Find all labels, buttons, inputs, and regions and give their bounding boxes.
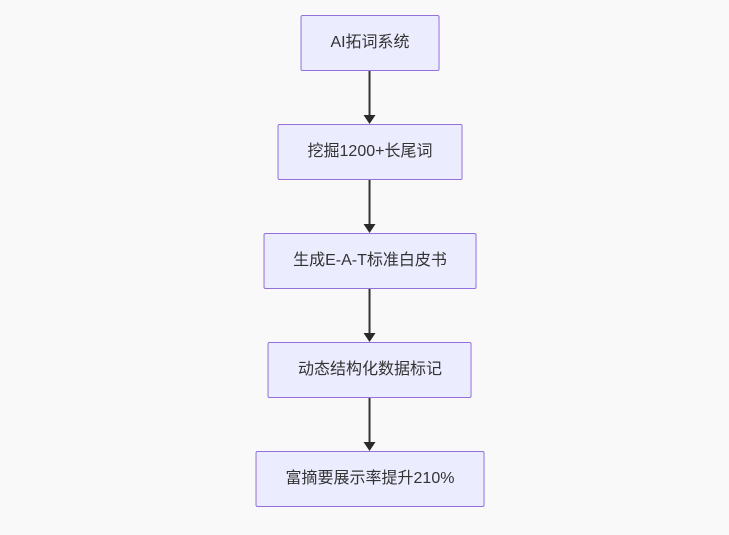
arrow-down-icon [364,333,376,342]
arrow-line [369,398,371,443]
flow-node-longtail-mining: 挖掘1200+长尾词 [277,124,463,180]
arrow-line [369,71,371,116]
arrow-down-icon [364,442,376,451]
flow-arrow-2 [364,180,376,233]
flowchart: AI拓词系统 挖掘1200+长尾词 生成E-A-T标准白皮书 动态结构化数据标记 [255,15,485,507]
arrow-down-icon [364,224,376,233]
flow-node-rich-snippet-result: 富摘要展示率提升210% [255,451,485,507]
flow-node-label: 挖掘1200+长尾词 [307,143,433,160]
flow-node-structured-data: 动态结构化数据标记 [267,342,472,398]
flow-node-label: 生成E-A-T标准白皮书 [293,252,447,269]
flow-node-eat-whitepaper: 生成E-A-T标准白皮书 [263,233,477,289]
arrow-line [369,289,371,334]
flow-node-label: AI拓词系统 [330,34,410,51]
arrow-down-icon [364,115,376,124]
flow-node-label: 动态结构化数据标记 [297,361,442,378]
arrow-line [369,180,371,225]
flow-node-ai-word-system: AI拓词系统 [300,15,440,71]
flow-arrow-4 [364,398,376,451]
flow-arrow-1 [364,71,376,124]
flow-node-label: 富摘要展示率提升210% [285,470,455,487]
flow-arrow-3 [364,289,376,342]
